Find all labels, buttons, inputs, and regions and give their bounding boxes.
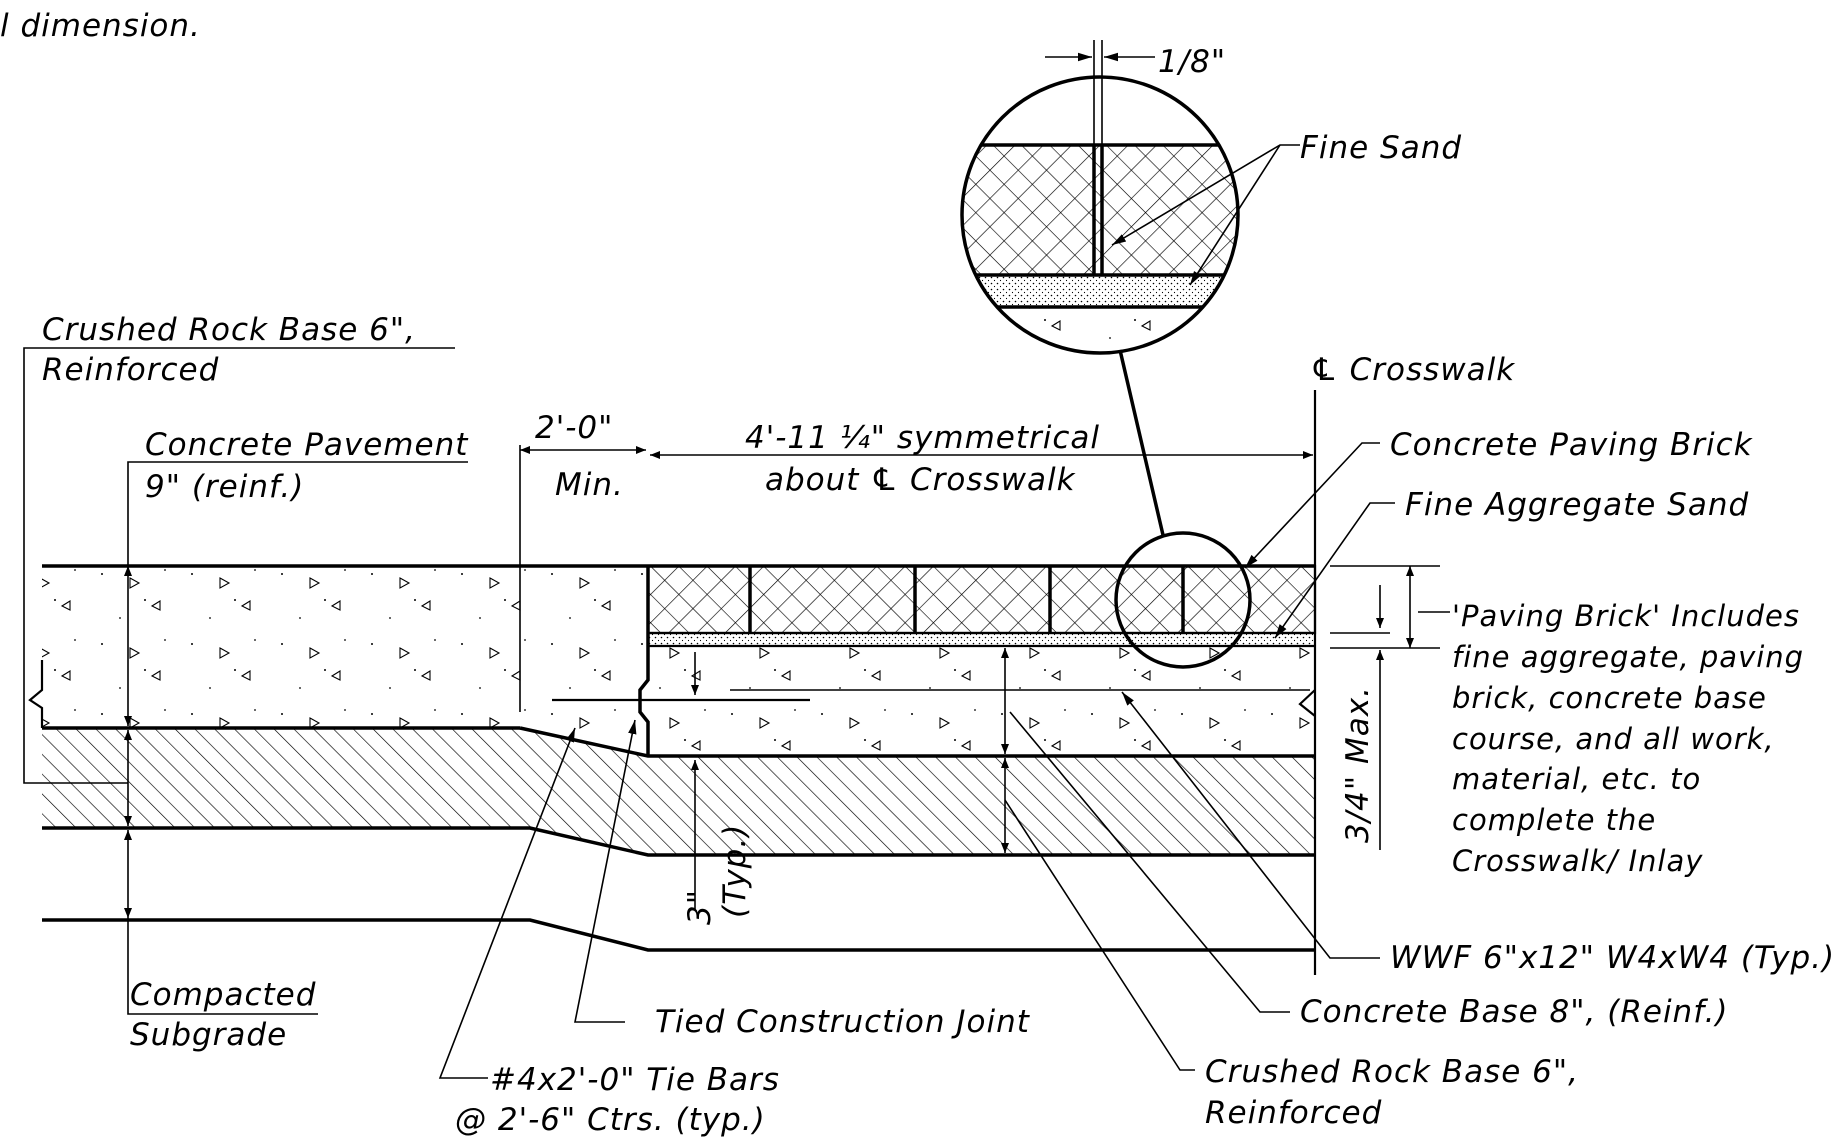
crushed-rock-label-right-line1: Crushed Rock Base 6",	[1205, 1054, 1579, 1090]
concrete-base-label: Concrete Base 8", (Reinf.)	[1300, 994, 1729, 1030]
typ-dimension-label: (Typ.)	[717, 824, 753, 918]
fine-aggregate-sand-layer	[648, 633, 1315, 646]
note-line-1: 'Paving Brick' Includes	[1452, 599, 1800, 633]
tie-bars-label-line1: #4x2'-0" Tie Bars	[490, 1062, 780, 1098]
wwf-label: WWF 6"x12" W4xW4 (Typ.)	[1390, 940, 1833, 976]
compacted-subgrade-label-line2: Subgrade	[130, 1017, 287, 1053]
note-line-6: complete the	[1452, 803, 1656, 837]
top-dimensions: 2'-0" Min. 4'-11 ¼" symmetrical about ℄ …	[520, 410, 1313, 503]
note-line-3: brick, concrete base	[1452, 681, 1767, 715]
symmetric-about-label: about ℄ Crosswalk	[765, 462, 1076, 498]
concrete-paving-brick-label: Concrete Paving Brick	[1390, 427, 1753, 463]
left-labels: al dimension. Crushed Rock Base 6", Rein…	[0, 8, 469, 1053]
fine-sand-label: Fine Sand	[1300, 130, 1462, 166]
max-depth-dimension: 3/4" Max.	[1340, 686, 1376, 843]
paving-brick-course	[646, 564, 1317, 635]
crushed-rock-left-layer	[42, 728, 1315, 855]
bottom-labels: #4x2'-0" Tie Bars @ 2'-6" Ctrs. (typ.) T…	[438, 691, 1833, 1138]
layer-thickness-dimensions: 3" (Typ.) 3/4" Max.	[124, 565, 1440, 925]
note-line-2: fine aggregate, paving	[1452, 640, 1804, 674]
tie-bars-label-line2: @ 2'-6" Ctrs. (typ.)	[455, 1102, 766, 1138]
layer-outlines	[28, 390, 1317, 975]
note-line-5: material, etc. to	[1452, 762, 1701, 796]
min-width-dimension: 2'-0"	[535, 410, 613, 446]
three-inch-dimension: 3"	[682, 889, 718, 925]
crushed-rock-label-right-line2: Reinforced	[1205, 1095, 1382, 1131]
min-label: Min.	[555, 467, 624, 503]
right-labels: ℄ Crosswalk Concrete Paving Brick Fine A…	[1244, 352, 1804, 878]
tied-construction-joint-label: Tied Construction Joint	[655, 1004, 1031, 1040]
fine-aggregate-sand-label: Fine Aggregate Sand	[1405, 487, 1749, 523]
compacted-subgrade-label-line1: Compacted	[130, 977, 316, 1013]
note-line-4: course, and all work,	[1452, 722, 1775, 756]
note-fragment-text: al dimension.	[0, 8, 201, 44]
symmetric-width-dimension: 4'-11 ¼" symmetrical	[745, 420, 1100, 456]
concrete-pavement-slab	[42, 566, 648, 740]
joint-gap-dimension: 1/8"	[1158, 44, 1226, 80]
crosswalk-centerline-label: ℄ Crosswalk	[1310, 352, 1515, 388]
note-line-7: Crosswalk/ Inlay	[1452, 844, 1703, 878]
crushed-rock-label-left-line2: Reinforced	[42, 352, 219, 388]
concrete-pavement-label-line2: 9" (reinf.)	[145, 469, 304, 505]
crushed-rock-label-left-line1: Crushed Rock Base 6",	[42, 312, 416, 348]
concrete-pavement-label-line1: Concrete Pavement	[145, 427, 469, 463]
